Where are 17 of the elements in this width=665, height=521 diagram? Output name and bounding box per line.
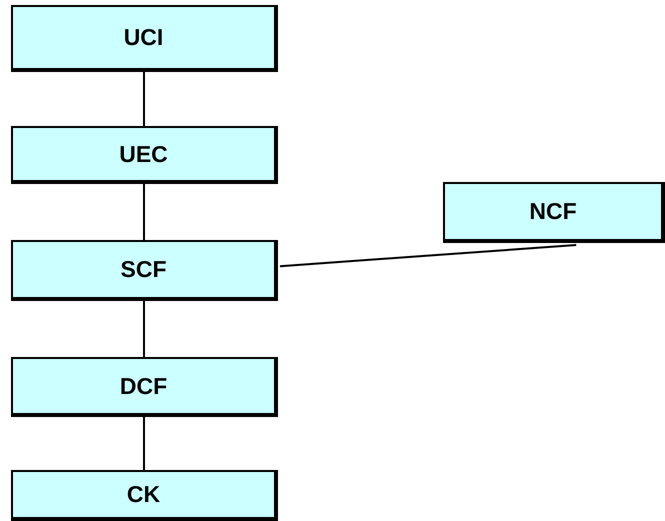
- process-box: [11, 5, 278, 72]
- process-box: [443, 182, 665, 243]
- process-box: [11, 470, 278, 521]
- box-label: UEC: [119, 140, 168, 168]
- connector-line: [143, 72, 145, 126]
- box-label: DCF: [120, 372, 168, 400]
- connector-line: [143, 184, 145, 240]
- process-box: [11, 126, 278, 184]
- connector-line: [280, 244, 576, 268]
- box-label: NCF: [529, 198, 577, 225]
- box-label: UCI: [124, 24, 164, 51]
- box-label: CK: [126, 481, 160, 508]
- process-box: [11, 357, 278, 417]
- process-box: [11, 240, 278, 301]
- connector-line: [143, 301, 145, 357]
- connector-line: [143, 417, 145, 470]
- box-label: SCF: [120, 256, 166, 283]
